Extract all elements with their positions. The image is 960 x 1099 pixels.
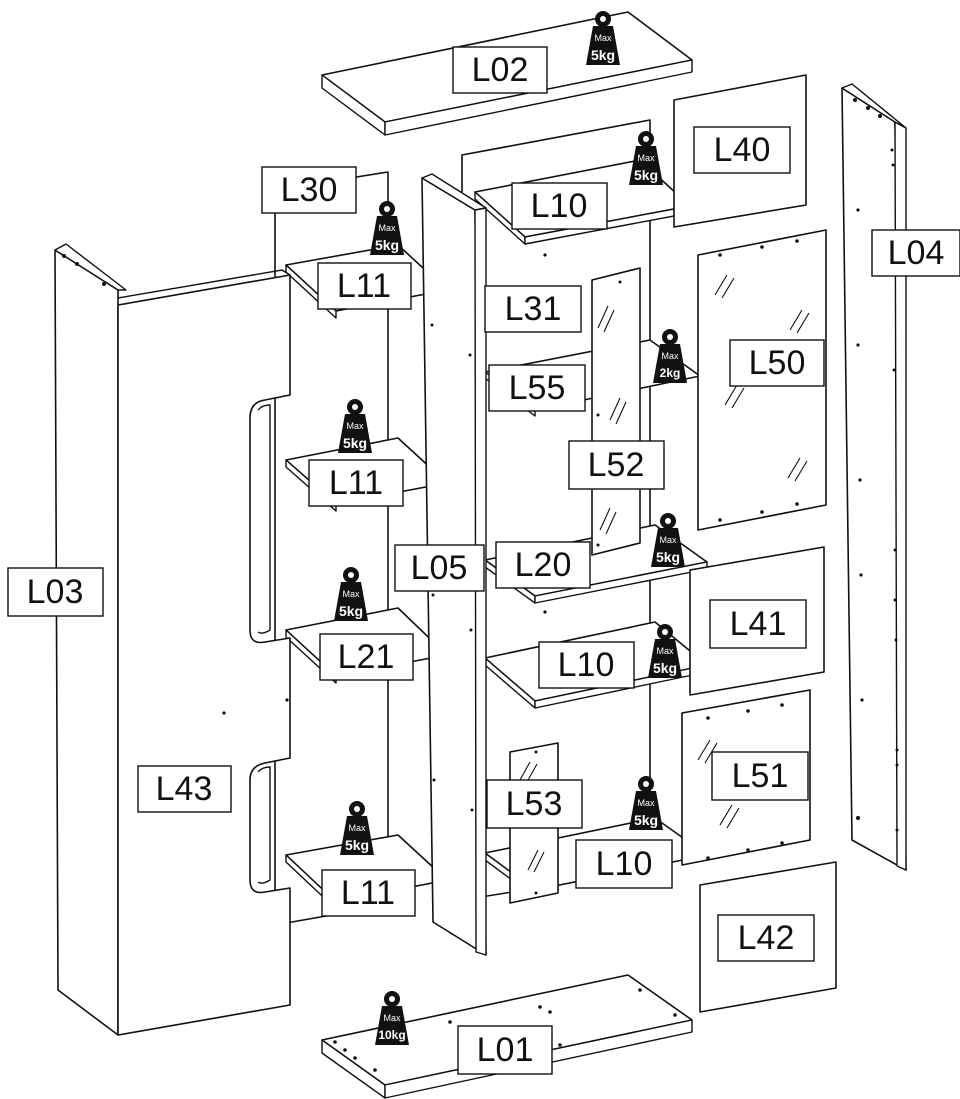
weight-icon-l02: Max 5kg (586, 11, 620, 65)
weight-load-text: 5kg (634, 167, 658, 183)
weight-load-text: 5kg (339, 603, 363, 619)
label-l04: L04 (871, 229, 960, 277)
weight-load-text: 5kg (375, 237, 399, 253)
weight-max-text: Max (346, 421, 364, 431)
weight-icon-l21: Max 5kg (334, 567, 368, 621)
weight-max-text: Max (656, 646, 674, 656)
svg-text:L50: L50 (749, 344, 806, 382)
label-l02: L02 (452, 46, 548, 94)
weight-icon-l01: Max 10kg (375, 991, 409, 1045)
svg-text:L11: L11 (329, 464, 383, 502)
label-l11-middle: L11 (308, 459, 404, 507)
weight-icon-l20: Max 5kg (651, 513, 685, 567)
label-l20: L20 (495, 541, 591, 589)
part-l03-left-side (54, 243, 127, 1036)
weight-load-text: 5kg (653, 660, 677, 676)
weight-icon-l10-bottom: Max 5kg (629, 776, 663, 830)
label-l52: L52 (568, 440, 665, 490)
weight-max-text: Max (348, 823, 366, 833)
weight-max-text: Max (378, 223, 396, 233)
weight-icon-l11-middle: Max 5kg (338, 399, 372, 453)
svg-text:L10: L10 (558, 646, 615, 684)
label-l40: L40 (693, 126, 791, 174)
svg-text:L10: L10 (531, 187, 588, 225)
weight-max-text: Max (594, 33, 612, 43)
part-l52-glass-strip (591, 267, 641, 556)
weight-load-text: 5kg (591, 47, 615, 63)
label-l42: L42 (717, 914, 815, 962)
label-l55: L55 (488, 364, 586, 412)
label-l11-bottom: L11 (321, 869, 416, 917)
svg-text:L51: L51 (732, 757, 789, 795)
weight-icon-l11-top: Max 5kg (370, 201, 404, 255)
weight-max-text: Max (383, 1013, 401, 1023)
label-l05: L05 (394, 544, 485, 592)
label-l53: L53 (486, 779, 583, 829)
weight-max-text: Max (637, 798, 655, 808)
label-l43: L43 (137, 765, 232, 813)
weight-icon-l11-bottom: Max 5kg (340, 801, 374, 855)
weight-load-text: 10kg (378, 1028, 405, 1042)
svg-text:L52: L52 (588, 446, 645, 484)
label-l10-top: L10 (511, 182, 608, 230)
weight-max-text: Max (661, 351, 679, 361)
label-l41: L41 (709, 599, 807, 649)
label-l03: L03 (7, 567, 104, 617)
weight-load-text: 5kg (656, 549, 680, 565)
svg-text:L20: L20 (515, 546, 572, 584)
label-l21: L21 (319, 633, 414, 681)
weight-icon-l55: Max 2kg (653, 329, 687, 383)
svg-text:L02: L02 (472, 51, 529, 89)
label-l10-bottom: L10 (575, 839, 673, 889)
label-l10-middle: L10 (538, 641, 635, 689)
weight-max-text: Max (659, 535, 677, 545)
label-l11-top: L11 (317, 262, 412, 310)
label-l30: L30 (261, 166, 357, 214)
svg-text:L21: L21 (338, 638, 395, 676)
weight-max-text: Max (637, 153, 655, 163)
weight-load-text: 5kg (343, 435, 367, 451)
svg-text:L30: L30 (281, 171, 338, 209)
part-l04-right-side (841, 83, 907, 871)
svg-text:L03: L03 (27, 573, 84, 611)
svg-text:L11: L11 (341, 874, 395, 912)
weight-load-text: 2kg (660, 366, 681, 380)
svg-text:L43: L43 (156, 770, 213, 808)
weight-icon-l10-top: Max 5kg (629, 131, 663, 185)
label-l51: L51 (711, 751, 809, 801)
svg-text:L11: L11 (337, 267, 391, 305)
svg-text:L01: L01 (477, 1031, 534, 1069)
svg-text:L05: L05 (411, 549, 468, 587)
label-l01: L01 (457, 1025, 553, 1075)
label-l31: L31 (484, 285, 582, 333)
svg-text:L04: L04 (888, 234, 945, 272)
svg-text:L53: L53 (506, 785, 563, 823)
svg-text:L10: L10 (596, 845, 653, 883)
part-l43-large-door (117, 269, 291, 1036)
weight-max-text: Max (342, 589, 360, 599)
svg-text:L31: L31 (505, 290, 562, 328)
label-l50: L50 (729, 339, 825, 387)
svg-text:L41: L41 (730, 605, 787, 643)
weight-load-text: 5kg (345, 837, 369, 853)
svg-text:L40: L40 (714, 131, 771, 169)
weight-icon-l10-middle: Max 5kg (648, 624, 682, 678)
svg-text:L42: L42 (738, 919, 795, 957)
weight-load-text: 5kg (634, 812, 658, 828)
svg-text:L55: L55 (509, 369, 566, 407)
